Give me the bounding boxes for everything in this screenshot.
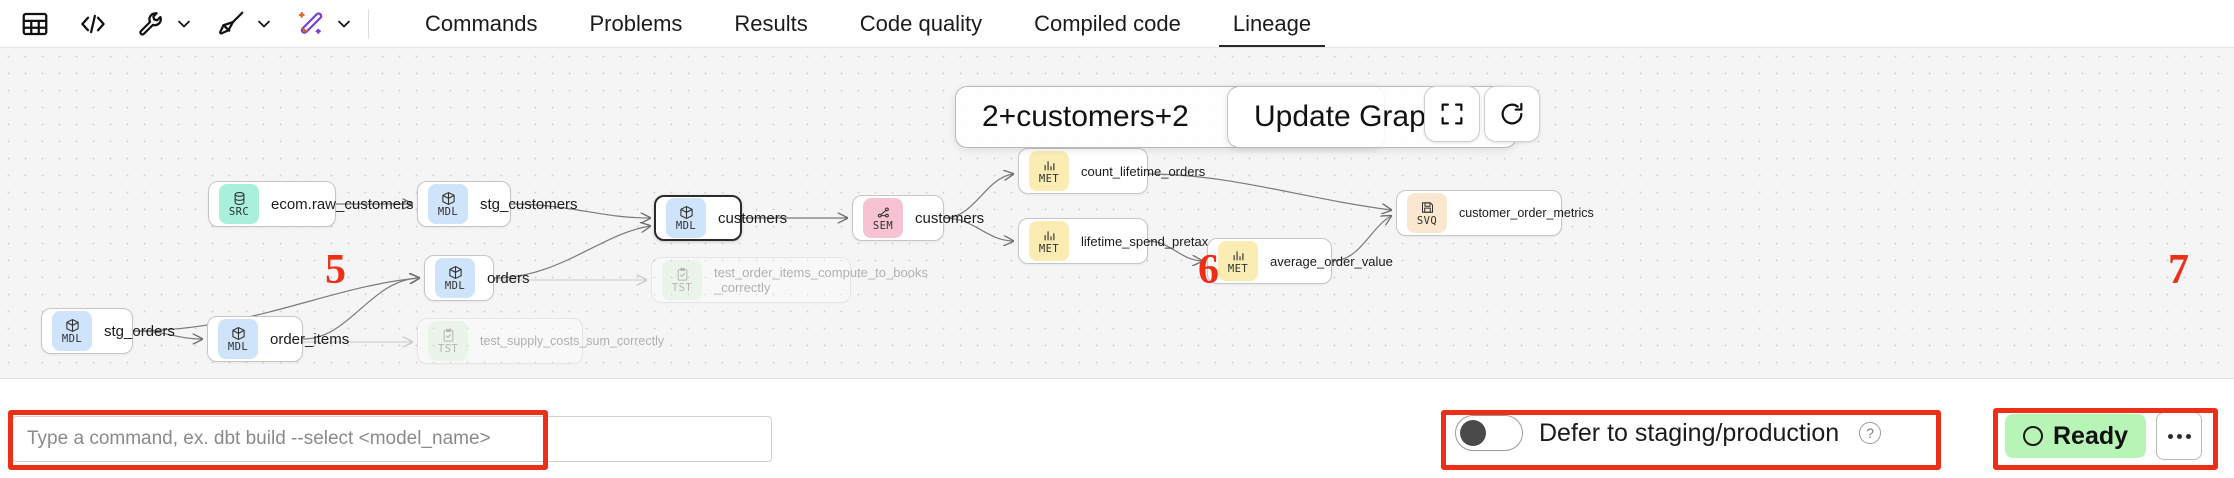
defer-label: Defer to staging/production bbox=[1539, 418, 1840, 447]
node-type-badge-met: MET bbox=[1029, 221, 1069, 261]
node-label: customers bbox=[718, 209, 788, 227]
node-type-badge-met: MET bbox=[1218, 241, 1258, 281]
tab-problems[interactable]: Problems bbox=[589, 11, 683, 36]
refresh-graph-button[interactable] bbox=[1484, 86, 1540, 142]
defer-control-group: Defer to staging/production ? bbox=[1455, 415, 1882, 451]
lineage-node-customers-model[interactable]: MDL customers bbox=[654, 195, 787, 241]
lineage-edges bbox=[132, 48, 2234, 378]
wrench-icon[interactable] bbox=[130, 4, 172, 44]
lineage-node-customer-order-metrics[interactable]: SVQ customer_order_metrics bbox=[1396, 190, 1594, 236]
badge-label: MDL bbox=[444, 279, 466, 292]
fit-view-button[interactable] bbox=[1424, 86, 1480, 142]
node-label: customer_order_metrics bbox=[1459, 206, 1594, 220]
badge-label: MDL bbox=[437, 205, 459, 218]
status-badge[interactable]: Ready bbox=[2005, 414, 2147, 458]
node-type-badge-tst: TST bbox=[662, 260, 702, 300]
lineage-node-orders[interactable]: MDL orders bbox=[424, 255, 530, 301]
node-type-badge-tst: TST bbox=[428, 321, 468, 361]
graph-selector-input[interactable]: 2+customers+2 bbox=[982, 100, 1189, 133]
node-label: ecom.raw_customers bbox=[271, 195, 414, 213]
dot bbox=[2185, 433, 2191, 439]
panel-tabs: Commands Problems Results Code quality C… bbox=[399, 0, 1337, 48]
wrench-chevron-down-icon[interactable] bbox=[174, 14, 194, 34]
node-type-badge-src: SRC bbox=[219, 184, 259, 224]
node-label: test_order_items_compute_to_books _corre… bbox=[714, 265, 928, 295]
node-type-badge-mdl: MDL bbox=[435, 258, 475, 298]
code-view-icon[interactable] bbox=[72, 4, 114, 44]
lineage-node-average-order-value[interactable]: MET average_order_value bbox=[1207, 238, 1393, 284]
command-input[interactable]: Type a command, ex. dbt build --select <… bbox=[12, 416, 772, 462]
status-group: Ready bbox=[2005, 412, 2203, 460]
badge-label: MET bbox=[1227, 262, 1249, 275]
node-label: stg_customers bbox=[480, 195, 578, 213]
lineage-canvas[interactable]: SRC ecom.raw_customers MDL stg_customers… bbox=[0, 48, 2234, 378]
badge-label: SRC bbox=[228, 205, 250, 218]
dot bbox=[2167, 433, 2173, 439]
tab-commands[interactable]: Commands bbox=[425, 11, 538, 36]
node-type-badge-mdl: MDL bbox=[52, 311, 92, 351]
broom-icon[interactable] bbox=[210, 4, 252, 44]
badge-label: SEM bbox=[872, 219, 894, 232]
tab-compiled-code[interactable]: Compiled code bbox=[1034, 11, 1181, 36]
lineage-node-count-lifetime-orders[interactable]: MET count_lifetime_orders bbox=[1018, 148, 1205, 194]
badge-label: MET bbox=[1038, 242, 1060, 255]
badge-label: TST bbox=[437, 342, 459, 355]
broom-chevron-down-icon[interactable] bbox=[254, 14, 274, 34]
top-toolbar: Commands Problems Results Code quality C… bbox=[0, 0, 2234, 48]
lineage-node-raw-customers[interactable]: SRC ecom.raw_customers bbox=[208, 181, 414, 227]
tab-code-quality[interactable]: Code quality bbox=[859, 11, 983, 36]
badge-label: TST bbox=[671, 281, 693, 294]
tab-results[interactable]: Results bbox=[734, 11, 808, 36]
editor-tool-group bbox=[0, 0, 383, 48]
lineage-node-test-order-items[interactable]: TST test_order_items_compute_to_books _c… bbox=[651, 257, 928, 303]
magic-wand-icon[interactable] bbox=[290, 4, 332, 44]
more-options-button[interactable] bbox=[2156, 412, 2203, 460]
lineage-node-order-items[interactable]: MDL order_items bbox=[207, 316, 349, 362]
toolbar-divider bbox=[368, 9, 369, 39]
defer-toggle-knob bbox=[1460, 420, 1486, 446]
badge-label: SVQ bbox=[1416, 214, 1438, 227]
node-type-badge-sem: SEM bbox=[863, 198, 903, 238]
node-type-badge-svq: SVQ bbox=[1407, 193, 1447, 233]
status-indicator-icon bbox=[2023, 426, 2043, 446]
node-type-badge-met: MET bbox=[1029, 151, 1069, 191]
node-label: customers bbox=[915, 209, 985, 227]
node-label: orders bbox=[487, 269, 530, 287]
table-view-icon[interactable] bbox=[14, 4, 56, 44]
badge-label: MET bbox=[1038, 172, 1060, 185]
lineage-node-stg-orders[interactable]: MDL stg_orders bbox=[41, 308, 175, 354]
lineage-node-customers-semantic[interactable]: SEM customers bbox=[852, 195, 984, 241]
badge-label: MDL bbox=[61, 332, 83, 345]
node-label: test_supply_costs_sum_correctly bbox=[480, 334, 665, 348]
badge-label: MDL bbox=[227, 340, 249, 353]
node-label: order_items bbox=[270, 330, 350, 348]
lineage-node-lifetime-spend-pretax[interactable]: MET lifetime_spend_pretax bbox=[1018, 218, 1208, 264]
magic-wand-chevron-down-icon[interactable] bbox=[334, 14, 354, 34]
node-label: count_lifetime_orders bbox=[1081, 163, 1206, 179]
lineage-node-test-supply-costs[interactable]: TST test_supply_costs_sum_correctly bbox=[417, 318, 664, 364]
lineage-node-stg-customers[interactable]: MDL stg_customers bbox=[417, 181, 578, 227]
node-type-badge-mdl: MDL bbox=[666, 198, 706, 238]
node-type-badge-mdl: MDL bbox=[218, 319, 258, 359]
node-label: stg_orders bbox=[104, 322, 175, 340]
badge-label: MDL bbox=[675, 219, 697, 232]
toolbar-bottom-border bbox=[0, 47, 2234, 48]
node-label: lifetime_spend_pretax bbox=[1081, 233, 1209, 249]
defer-toggle[interactable] bbox=[1455, 415, 1523, 451]
status-label: Ready bbox=[2053, 421, 2129, 450]
dot bbox=[2176, 433, 2182, 439]
update-graph-button[interactable]: Update Graph bbox=[1254, 100, 1443, 133]
tab-lineage[interactable]: Lineage bbox=[1207, 0, 1337, 48]
node-label: average_order_value bbox=[1270, 253, 1393, 269]
node-type-badge-mdl: MDL bbox=[428, 184, 468, 224]
help-icon[interactable]: ? bbox=[1859, 422, 1882, 444]
